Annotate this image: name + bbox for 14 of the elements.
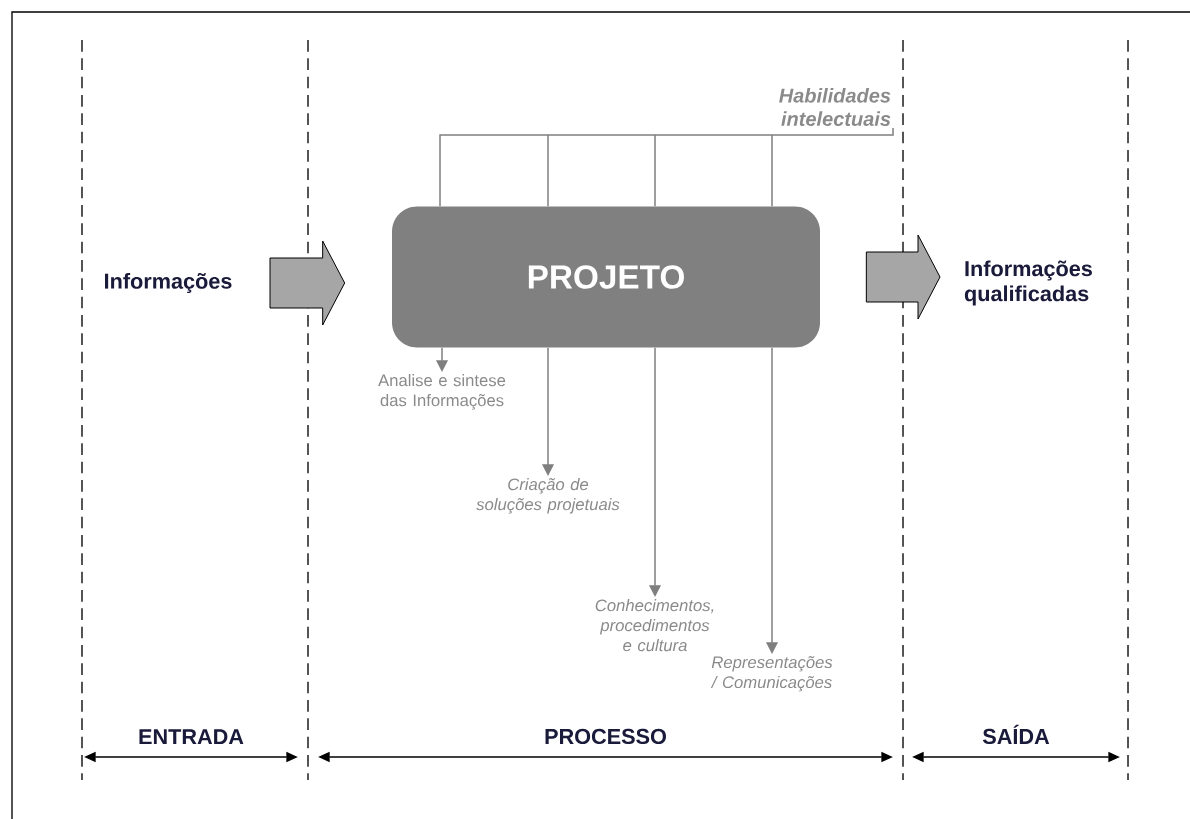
process-box: PROJETO xyxy=(392,206,820,348)
output-text: Analise e sintese das Informações xyxy=(378,374,506,410)
phase-label: SAÍDA xyxy=(982,724,1050,745)
output-text: Criação de soluções projetuais xyxy=(476,478,620,514)
block-arrow xyxy=(269,240,346,326)
input-label: Informações xyxy=(105,272,232,294)
phase-label: PROCESSO xyxy=(545,728,666,745)
block-arrow xyxy=(865,234,941,320)
output-text: Representações / Comunicações xyxy=(710,656,833,692)
output-label: Informações qualificadas xyxy=(964,260,1092,306)
output-text: Conhecimentos, procedimentos e cultura xyxy=(595,599,714,652)
phase-label: ENTRADA xyxy=(139,729,244,745)
branch-lines xyxy=(439,127,894,207)
skill-label: Habilidades intelectuais xyxy=(779,88,891,126)
